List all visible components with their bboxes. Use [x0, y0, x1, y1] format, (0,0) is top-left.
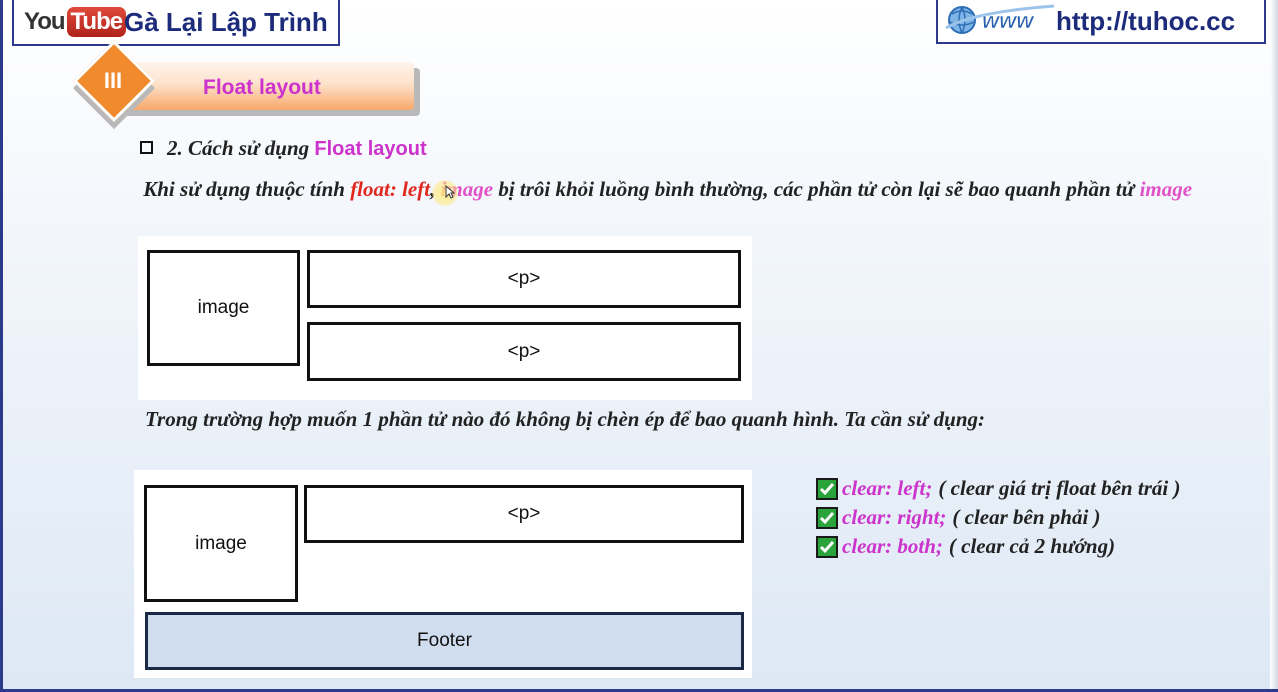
clear-property: clear: right;	[842, 505, 947, 529]
clear-option-item: clear: right; ( clear bên phải )	[816, 503, 1180, 532]
image-box-label: image	[197, 297, 250, 318]
youtube-logo-icon[interactable]: You Tube	[24, 6, 127, 38]
section-title: Float layout	[203, 76, 321, 99]
www-globe-icon: www	[945, 4, 1055, 34]
bullet-highlight: Float layout	[314, 138, 427, 160]
clear-description: ( clear cả 2 hướng)	[948, 534, 1116, 558]
section-banner	[118, 62, 414, 110]
paragraph-box-1-label: <p>	[507, 268, 541, 289]
square-bullet-icon	[140, 141, 153, 154]
footer-box-label: Footer	[417, 630, 472, 651]
svg-text:www: www	[982, 8, 1035, 33]
checkmark-icon	[816, 506, 838, 529]
slide-frame-right	[1270, 0, 1278, 692]
brand-box: You Tube Gà Lại Lập Trình	[12, 0, 340, 46]
slide-frame-left	[0, 0, 3, 692]
clear-description: ( clear bên phải )	[952, 505, 1101, 529]
image-box: image	[147, 250, 300, 366]
clear-property: clear: both;	[842, 534, 943, 558]
image-box-label: image	[195, 532, 247, 554]
youtube-logo-you: You	[24, 8, 66, 35]
clear-option-item: clear: left; ( clear giá trị float bên t…	[816, 474, 1180, 503]
paragraph-box-1: <p>	[307, 250, 741, 308]
mouse-cursor-icon	[445, 185, 455, 199]
footer-box: Footer	[145, 612, 744, 670]
image-keyword-2: image	[1139, 177, 1193, 201]
paragraph-box: <p>	[304, 485, 744, 543]
image-box: image	[144, 485, 298, 602]
paragraph-box-label: <p>	[507, 503, 541, 524]
paragraph-clear-intro: Trong trường hợp muốn 1 phần tử nào đó k…	[145, 407, 986, 431]
clear-property: clear: left;	[842, 476, 933, 500]
slide-frame-bottom	[0, 689, 1278, 692]
para1-text-2: bị trôi khỏi luồng bình thường, các phần…	[493, 177, 1140, 201]
paragraph-box-2: <p>	[307, 322, 741, 381]
channel-name: Gà Lại Lập Trình	[124, 7, 328, 37]
checkmark-icon	[816, 535, 838, 558]
bullet-heading: 2. Cách sử dụng Float layout	[140, 136, 427, 161]
clear-diagram: image <p> Footer	[134, 470, 752, 678]
para1-text-1: Khi sử dụng thuộc tính	[143, 177, 351, 201]
section-number: III	[103, 68, 123, 93]
float-left-keyword: float: left	[350, 177, 431, 201]
paragraph-box-2-label: <p>	[507, 340, 541, 362]
paragraph-float-explanation: Khi sử dụng thuộc tính float: left, imag…	[138, 175, 1218, 204]
clear-options-list: clear: left; ( clear giá trị float bên t…	[816, 474, 1180, 561]
float-diagram: image <p> <p>	[138, 236, 752, 400]
clear-description: ( clear giá trị float bên trái )	[938, 476, 1181, 500]
youtube-logo-tube: Tube	[66, 7, 127, 37]
clear-option-item: clear: both; ( clear cả 2 hướng)	[816, 532, 1180, 561]
checkmark-icon	[816, 477, 838, 500]
url-box: www http://tuhoc.cc	[936, 0, 1266, 44]
website-url[interactable]: http://tuhoc.cc	[1056, 6, 1236, 36]
bullet-prefix: 2. Cách sử dụng	[167, 136, 310, 160]
